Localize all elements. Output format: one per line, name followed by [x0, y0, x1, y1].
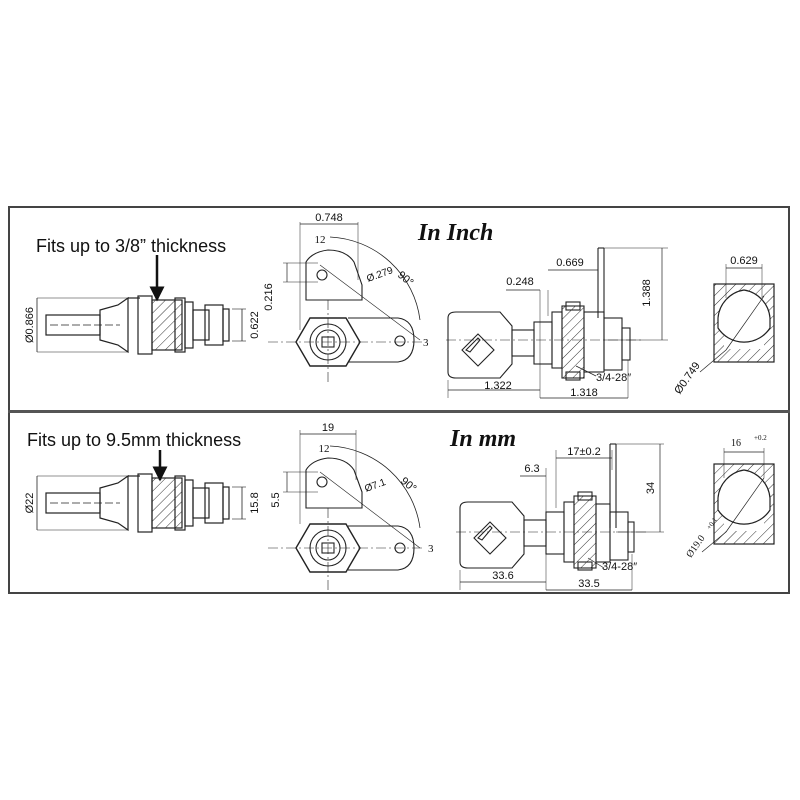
mm-cam-width: 19: [322, 422, 334, 434]
inch-side-view: [36, 295, 246, 355]
inch-side-nut: 0.622: [249, 311, 261, 339]
section-divider: [8, 410, 790, 413]
mm-key-len: 33.6: [492, 570, 513, 582]
mm-cutout-flat: 16: [731, 438, 741, 449]
inch-cam-hole: Ø.279: [365, 265, 395, 285]
mm-key-cam-drop: 34: [645, 482, 657, 494]
mm-key-view: [456, 443, 664, 591]
inch-cutout-dia: Ø0.749: [672, 360, 703, 396]
mm-cam-arm: 12: [319, 443, 330, 455]
mm-side-nut: 15.8: [249, 492, 261, 513]
inch-cam-arm: 12: [315, 234, 326, 246]
mm-cutout-flat-tol: +0.2: [754, 434, 767, 442]
inch-cam-width: 0.748: [315, 212, 343, 224]
mm-cutout-view: [701, 448, 775, 553]
mm-key-thread: 3/4-28″: [602, 561, 637, 573]
inch-title: In Inch: [418, 220, 494, 246]
inch-cam-offset: 0.216: [263, 283, 275, 311]
inch-key-len: 1.322: [484, 380, 512, 392]
inch-fits-label: Fits up to 3/8” thickness: [36, 236, 227, 256]
mm-key-body: 17±0.2: [567, 446, 601, 458]
inch-key-view: [446, 247, 668, 399]
inch-cutout-flat: 0.629: [730, 255, 758, 267]
mm-side-diameter: Ø22: [24, 493, 36, 514]
mm-cam-pos: 3: [428, 543, 434, 555]
mm-title: In mm: [450, 426, 517, 452]
inch-cam-angle: 90°: [395, 269, 415, 289]
inch-key-gap: 0.248: [506, 276, 534, 288]
mm-fits-label: Fits up to 9.5mm thickness: [27, 430, 242, 450]
inch-key-body: 0.669: [556, 257, 584, 269]
inch-side-diameter: Ø0.866: [24, 307, 36, 343]
inch-key-cam-drop: 1.388: [641, 279, 653, 307]
mm-cam-offset: 5.5: [270, 492, 282, 507]
mm-cam-view: [268, 430, 425, 590]
inch-key-total: 1.318: [570, 387, 598, 399]
drawing-frame: [8, 206, 790, 594]
mm-cutout-dia: Ø19.0: [684, 533, 707, 560]
inch-cam-pos: 3: [423, 337, 429, 349]
inch-cam-view: [268, 222, 425, 385]
mm-cam-hole: Ø7.1: [363, 477, 388, 495]
mm-key-total: 33.5: [578, 578, 599, 590]
mm-cam-angle: 90°: [398, 475, 418, 495]
inch-cutout-view: [699, 264, 775, 373]
inch-key-thread: 3/4-28″: [596, 372, 631, 384]
mm-key-gap: 6.3: [524, 463, 539, 475]
mm-side-view: [36, 473, 246, 533]
